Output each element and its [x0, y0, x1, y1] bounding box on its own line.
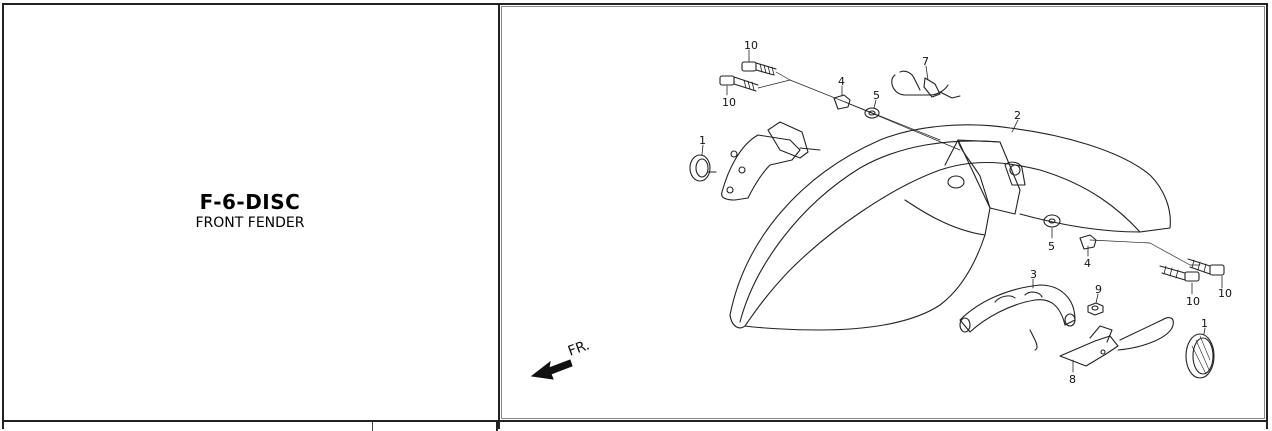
reflector-part: [1185, 333, 1215, 379]
callout-numbers: 10 10 4 5 7 2 1 5 4 10 10 3 9 1 8: [699, 39, 1232, 386]
callout-label: 10: [1186, 295, 1200, 308]
cell-separator: [496, 422, 498, 431]
callout-label: 1: [1201, 317, 1208, 330]
diagram-frame: [501, 6, 1265, 419]
hose-clamp-part: [891, 70, 961, 99]
fender-stay-part: [959, 284, 1076, 351]
cell-separator: [372, 422, 373, 431]
next-row-edge: [2, 420, 1268, 431]
flange-bolt-part: [719, 61, 791, 92]
page-frame: [2, 3, 1268, 429]
callout-label: 4: [1084, 257, 1091, 270]
front-direction-label: FR.: [566, 337, 592, 359]
flange-bolt-part: [1159, 258, 1225, 282]
section-code: F-6-DISC: [199, 190, 301, 214]
column-divider: [498, 3, 500, 429]
fender-bracket-part: [721, 121, 821, 201]
callout-leaders: [701, 49, 1223, 373]
callout-label: 10: [744, 39, 758, 52]
callout-label: 1: [699, 134, 706, 147]
reflector-part: [689, 154, 717, 182]
callout-label: 10: [722, 96, 736, 109]
front-fender-part: [729, 124, 1171, 331]
washer-part: [1043, 214, 1097, 250]
guide-lines: [789, 79, 1201, 266]
callout-label: 2: [1014, 109, 1021, 122]
callout-label: 5: [1048, 240, 1055, 253]
front-direction-arrow-icon: [530, 359, 573, 380]
section-name: FRONT FENDER: [195, 215, 305, 231]
section-title-block: F-6-DISC FRONT FENDER: [2, 190, 498, 232]
callout-label: 3: [1030, 268, 1037, 281]
callout-label: 5: [873, 89, 880, 102]
clamp-part: [1059, 317, 1174, 367]
callout-label: 9: [1095, 283, 1102, 296]
callout-label: 10: [1218, 287, 1232, 300]
nut-part: [1087, 302, 1104, 316]
callout-label: 7: [922, 55, 929, 68]
callout-label: 4: [838, 75, 845, 88]
callout-label: 8: [1069, 373, 1076, 386]
